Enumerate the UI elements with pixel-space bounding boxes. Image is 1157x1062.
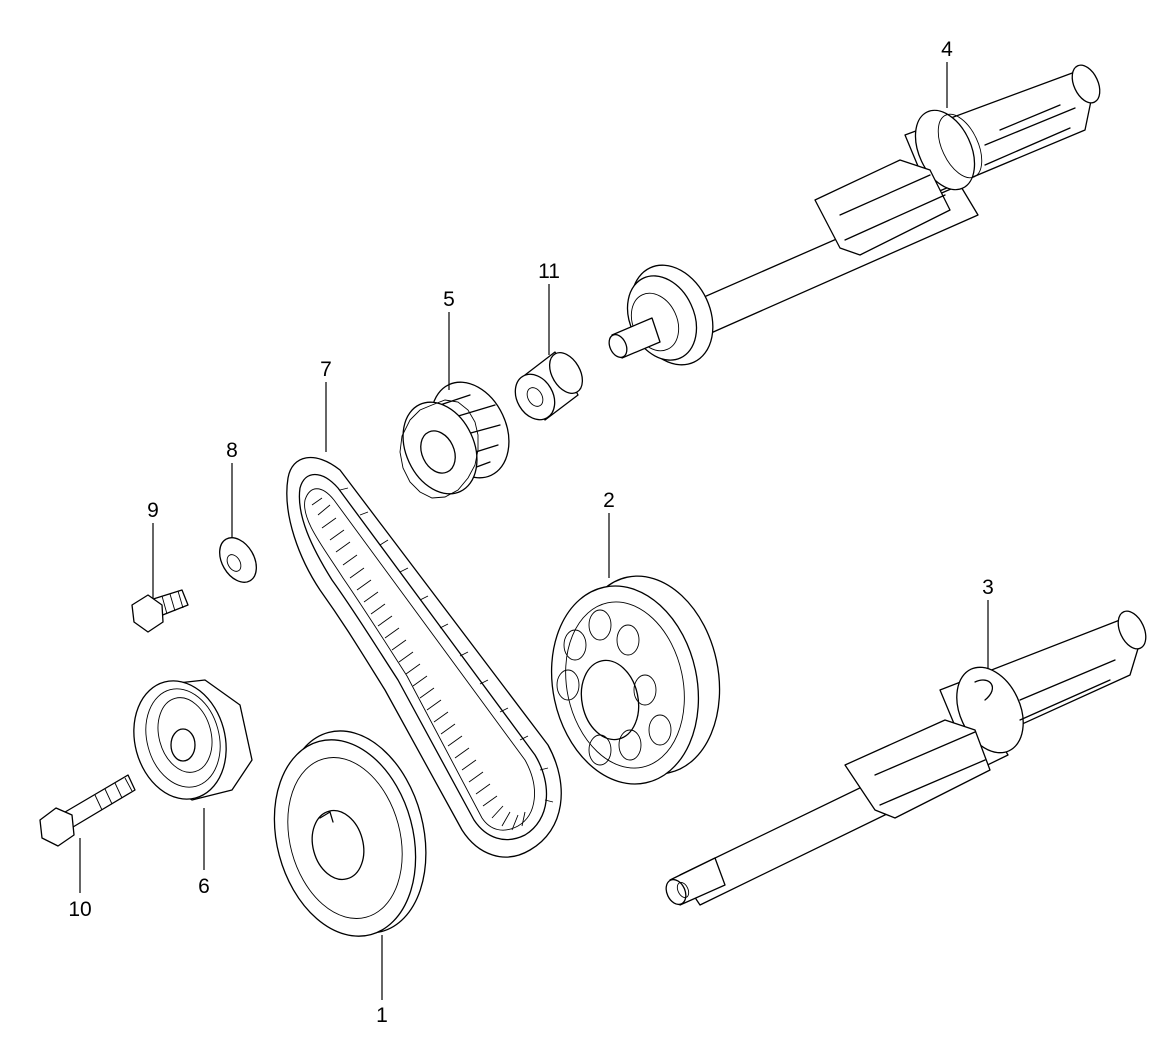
- part-6-tensioner-pulley: [133, 679, 253, 801]
- part-1-crank-pulley: [273, 730, 427, 937]
- callout-10: 10: [68, 898, 91, 921]
- callout-4: 4: [941, 38, 953, 61]
- part-10-long-bolt: [39, 774, 136, 847]
- part-4-upper-shaft: [608, 64, 1101, 366]
- callout-9: 9: [147, 499, 159, 522]
- callout-11: 11: [538, 260, 560, 283]
- part-9-short-bolt: [131, 589, 189, 633]
- callout-2: 2: [603, 489, 615, 512]
- callout-3: 3: [982, 576, 994, 599]
- callout-7: 7: [320, 358, 332, 381]
- part-7-toothed-belt: [286, 456, 562, 858]
- callout-5: 5: [443, 288, 455, 311]
- part-5-small-sprocket: [399, 381, 510, 499]
- leader-lines: [79, 62, 989, 1000]
- callout-1: 1: [376, 1004, 388, 1027]
- callout-8: 8: [226, 439, 238, 462]
- part-3-lower-shaft: [665, 610, 1147, 906]
- part-8-washer: [219, 537, 257, 583]
- part-2-large-sprocket: [550, 575, 721, 785]
- callout-6: 6: [198, 875, 210, 898]
- part-11-spacer: [514, 351, 584, 421]
- callout-labels: 4 11 5 7 8 9 2 3 6 10 1: [68, 38, 994, 1027]
